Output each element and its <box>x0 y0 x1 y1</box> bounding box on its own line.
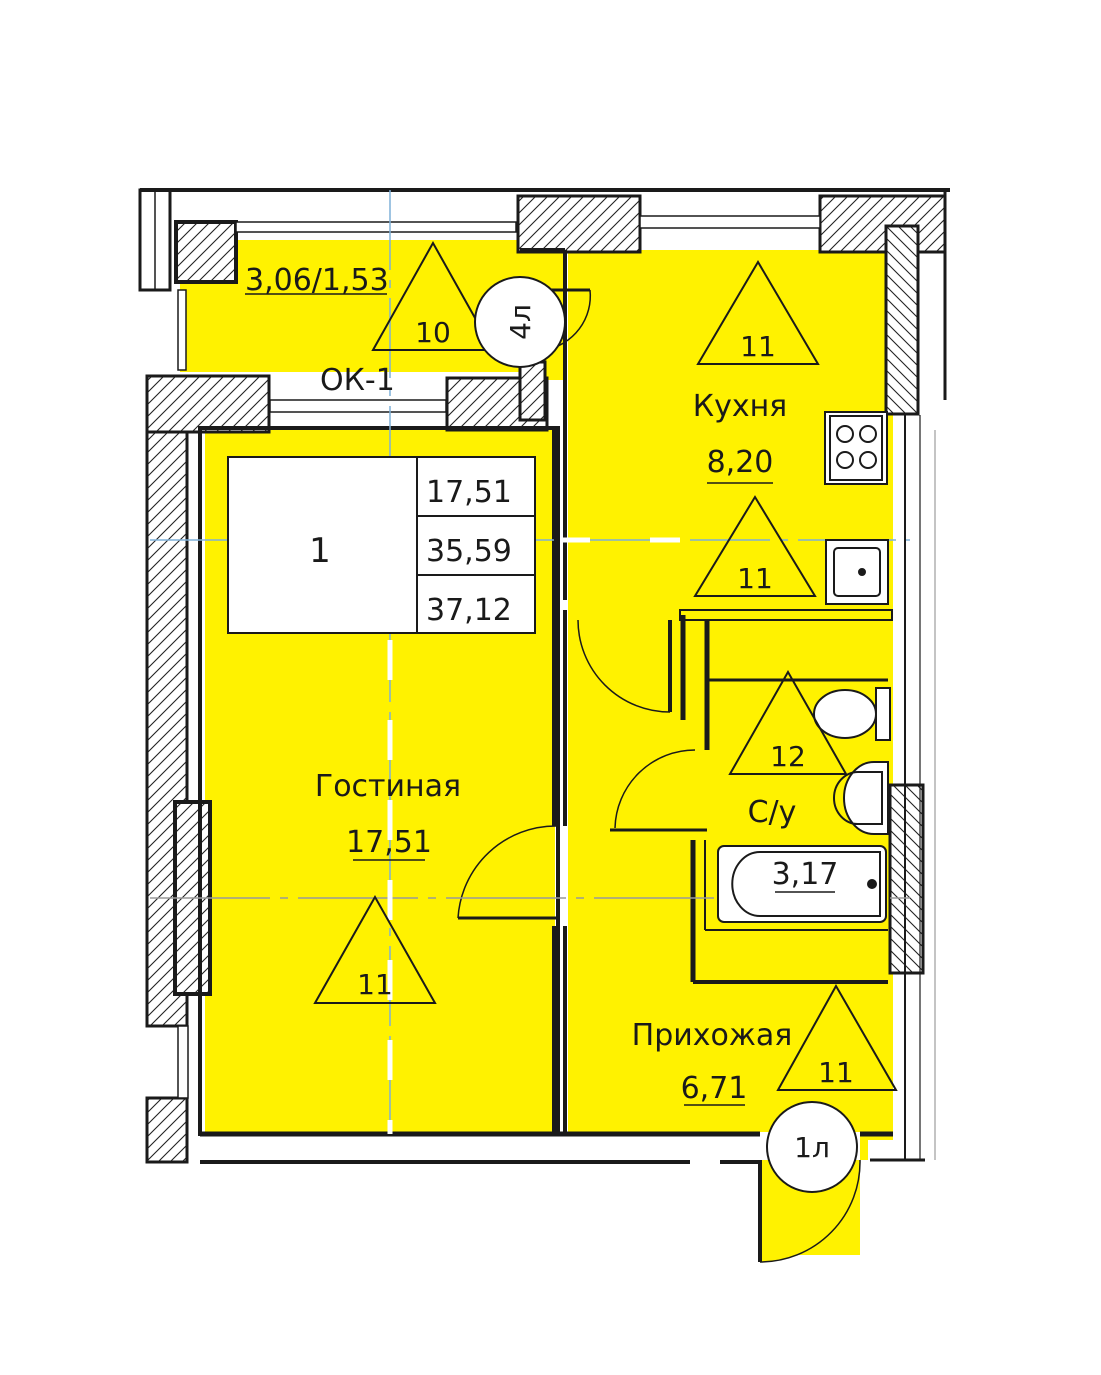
balcony-door-label: 4л <box>504 304 537 340</box>
bathroom-area: 3,17 <box>772 857 839 892</box>
axis-white-dashes <box>387 537 700 1134</box>
bathroom-marker-triangle <box>728 669 848 775</box>
unit-total-area: 35,59 <box>426 534 512 569</box>
balcony-rail <box>235 221 517 233</box>
unit-number: 1 <box>309 531 331 571</box>
washbasin-icon <box>833 761 889 835</box>
living-top-wall-left <box>145 374 271 434</box>
kitchen-marker-triangle-bottom <box>693 495 817 597</box>
balcony-area: 3,06/1,53 <box>245 263 389 298</box>
right-wall-upper <box>884 224 920 416</box>
toilet-icon <box>813 687 891 741</box>
kitchen-marker-top: 11 <box>740 330 776 363</box>
living-window <box>269 399 447 413</box>
exterior-walls <box>138 188 950 1164</box>
entrance-door-circle <box>766 1101 858 1193</box>
balcony-marker-triangle <box>371 240 495 351</box>
kitchen-door-swing <box>577 619 671 713</box>
living-marker-triangle <box>313 894 437 1004</box>
unit-info-table <box>227 456 536 634</box>
entrance-door-swing <box>759 1159 861 1263</box>
hall-area: 6,71 <box>681 1071 748 1106</box>
balcony-door-circle <box>474 276 566 368</box>
left-wall-lower <box>145 1096 189 1164</box>
unit-total-area-with-balcony: 37,12 <box>426 593 512 628</box>
sink-icon <box>825 539 889 605</box>
markers <box>313 240 898 1091</box>
window-label: ОК-1 <box>320 363 395 398</box>
unit-living-area: 17,51 <box>426 475 512 510</box>
right-wall-pier <box>888 783 925 975</box>
living-door-swing <box>457 825 557 919</box>
balcony-corner-block <box>174 220 238 284</box>
kitchen-top-wall-left <box>516 194 642 254</box>
bathroom-marker: 12 <box>770 740 806 773</box>
kitchen-window <box>639 215 821 229</box>
bathroom-name: С/у <box>748 795 797 830</box>
kitchen-marker-triangle-top <box>696 260 820 365</box>
kitchen-top-wall-right <box>818 194 947 254</box>
hall-marker: 11 <box>818 1056 854 1089</box>
area-underlines <box>245 293 835 1106</box>
living-name: Гостиная <box>315 769 461 804</box>
kitchen-marker-bottom: 11 <box>737 562 773 595</box>
door-circles <box>474 276 858 1193</box>
stove-icon <box>824 411 888 485</box>
interior-walls <box>198 248 893 1136</box>
kitchen-area: 8,20 <box>707 445 774 480</box>
kitchen-name: Кухня <box>693 389 787 424</box>
balcony-fill <box>180 240 565 380</box>
entrance-door-label: 1л <box>794 1131 830 1164</box>
living-area: 17,51 <box>346 825 432 860</box>
living-marker: 11 <box>357 968 393 1001</box>
hall-name: Прихожая <box>632 1018 793 1053</box>
balcony-marker: 10 <box>415 316 451 349</box>
bathtub-icon <box>717 845 887 923</box>
door-swings <box>457 288 861 1263</box>
hall-marker-triangle <box>776 983 898 1091</box>
bath-door-swing <box>614 749 696 829</box>
left-window-frame <box>177 1025 189 1099</box>
balcony-side-frame <box>177 289 187 371</box>
